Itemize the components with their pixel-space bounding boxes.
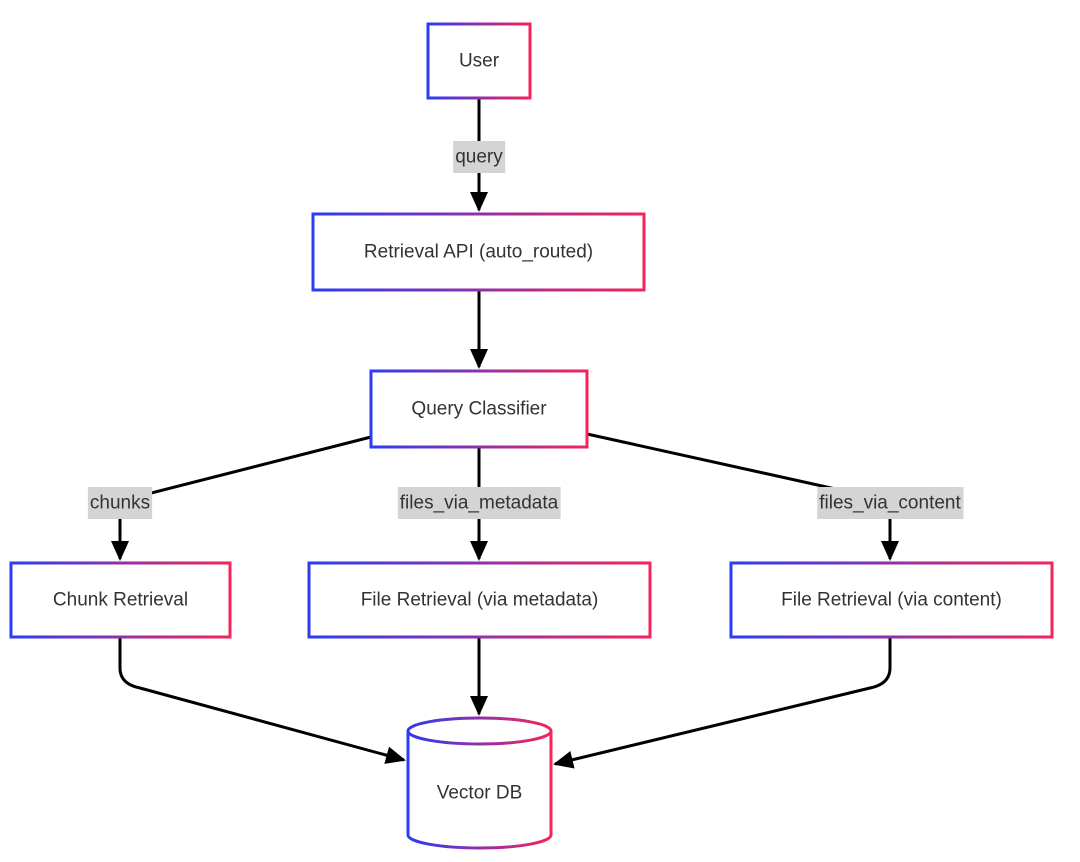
edge-chunk-retrieval-to-vector-db bbox=[118, 637, 406, 764]
edge-file-retrieval-content-to-vector-db bbox=[553, 637, 892, 769]
node-vector-db: Vector DB bbox=[406, 716, 553, 850]
node-box bbox=[9, 561, 232, 639]
node-query-classifier: Query Classifier bbox=[369, 369, 589, 449]
edge-label-files-via-metadata: files_via_metadata bbox=[397, 487, 561, 519]
cylinder-top-rim bbox=[406, 730, 553, 746]
node-user: User bbox=[426, 22, 532, 100]
edge-label-chunks: chunks bbox=[87, 487, 153, 519]
node-label: Retrieval API (auto_routed) bbox=[364, 242, 593, 263]
node-chunk-retrieval: Chunk Retrieval bbox=[9, 561, 232, 639]
node-retrieval-api: Retrieval API (auto_routed) bbox=[311, 212, 646, 292]
node-box bbox=[311, 212, 646, 292]
node-box bbox=[729, 561, 1054, 639]
node-label: File Retrieval (via metadata) bbox=[361, 590, 599, 611]
edge-label-files-via-content: files_via_content bbox=[817, 487, 964, 519]
node-file-retrieval-metadata: File Retrieval (via metadata) bbox=[307, 561, 652, 639]
edge-label-text: files_via_metadata bbox=[400, 493, 559, 514]
node-label: Chunk Retrieval bbox=[53, 590, 188, 611]
edge-label-text: chunks bbox=[90, 493, 150, 514]
edge-label-background bbox=[453, 141, 506, 173]
node-file-retrieval-content: File Retrieval (via content) bbox=[729, 561, 1054, 639]
node-label: Vector DB bbox=[437, 783, 523, 804]
edge-label-query: query bbox=[453, 141, 506, 173]
edge-label-text: files_via_content bbox=[819, 493, 961, 514]
edge-query-classifier-to-chunk-retrieval bbox=[111, 435, 372, 561]
node-box bbox=[426, 22, 532, 100]
node-label: Query Classifier bbox=[411, 399, 547, 420]
edge-label-background bbox=[87, 487, 153, 519]
node-box bbox=[307, 561, 652, 639]
cylinder-body bbox=[406, 716, 553, 850]
node-label: File Retrieval (via content) bbox=[781, 590, 1002, 611]
node-box bbox=[369, 369, 589, 449]
edge-label-background bbox=[397, 487, 561, 519]
edge-label-background bbox=[817, 487, 964, 519]
edge-label-text: query bbox=[455, 147, 503, 168]
node-label: User bbox=[459, 51, 500, 72]
